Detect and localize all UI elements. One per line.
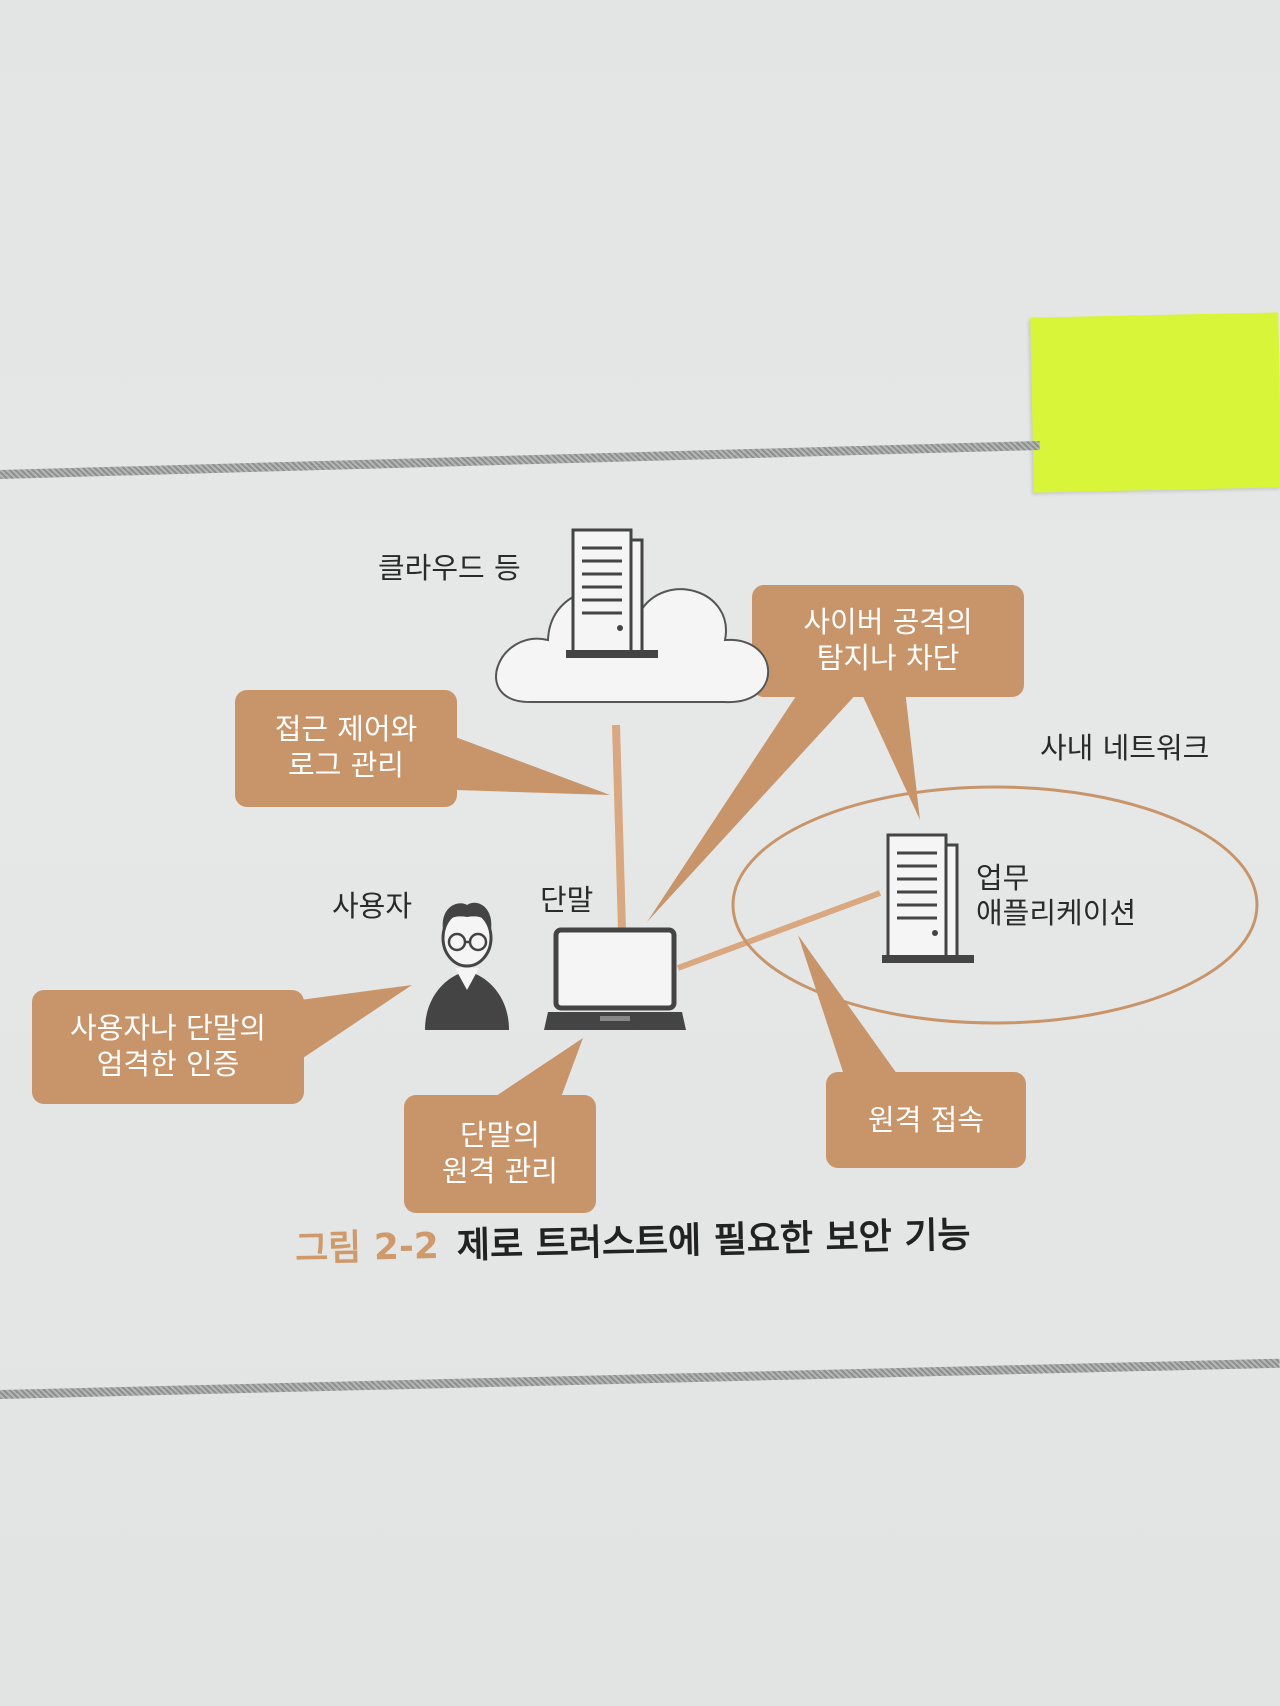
callout-access-control-pointer xyxy=(450,735,610,795)
callout-cyber-attack-line2: 탐지나 차단 xyxy=(816,641,960,675)
callout-remote-management: 단말의 원격 관리 xyxy=(404,1117,596,1189)
cloud-label: 클라우드 등 xyxy=(378,551,521,585)
callout-remote-access: 원격 접속 xyxy=(826,1102,1026,1138)
callout-remote-management-pointer xyxy=(490,1038,583,1100)
callout-cyber-attack-line1: 사이버 공격의 xyxy=(803,605,973,639)
user-icon xyxy=(425,902,509,1030)
terminal-label: 단말 xyxy=(540,883,594,917)
cloud-server-icon xyxy=(566,528,658,658)
laptop-icon xyxy=(544,927,686,1030)
callout-remote-management-line2: 원격 관리 xyxy=(442,1154,558,1188)
callout-access-control-box xyxy=(235,690,457,807)
callout-remote-management-box xyxy=(404,1095,596,1213)
callout-remote-access-box xyxy=(826,1072,1026,1168)
callout-cyber-attack-pointer-app xyxy=(860,690,920,820)
callout-cyber-attack: 사이버 공격의 탐지나 차단 xyxy=(752,604,1024,676)
callout-remote-access-line1: 원격 접속 xyxy=(868,1103,984,1137)
cloud-terminal-link xyxy=(612,724,626,931)
app-label-line1: 업무 xyxy=(976,861,1030,895)
intranet-label: 사내 네트워크 xyxy=(1040,731,1210,765)
callout-authentication-box xyxy=(32,990,304,1104)
user-label: 사용자 xyxy=(332,889,413,923)
callout-authentication-pointer xyxy=(300,985,412,1060)
figure-title: 제로 트러스트에 필요한 보안 기능 xyxy=(456,1214,971,1267)
callout-cyber-attack-pointer-terminal xyxy=(647,690,860,922)
terminal-app-link xyxy=(676,890,882,971)
app-server-icon xyxy=(882,833,974,963)
callout-authentication-line2: 엄격한 인증 xyxy=(96,1047,240,1081)
callout-shapes xyxy=(32,585,1026,1213)
callout-authentication: 사용자나 단말의 엄격한 인증 xyxy=(32,1010,304,1082)
intranet-ellipse xyxy=(731,785,1259,1025)
callout-cyber-attack-box xyxy=(752,585,1024,697)
callout-access-control-line2: 로그 관리 xyxy=(288,748,404,782)
callout-remote-management-line1: 단말의 xyxy=(459,1118,541,1152)
app-label-line2: 애플리케이션 xyxy=(976,896,1137,930)
callout-access-control: 접근 제어와 로그 관리 xyxy=(235,711,457,783)
figure-number: 그림 2-2 xyxy=(294,1225,440,1270)
callout-access-control-line1: 접근 제어와 xyxy=(274,712,418,746)
callout-authentication-line1: 사용자나 단말의 xyxy=(70,1011,266,1045)
callout-remote-access-pointer xyxy=(798,935,900,1078)
